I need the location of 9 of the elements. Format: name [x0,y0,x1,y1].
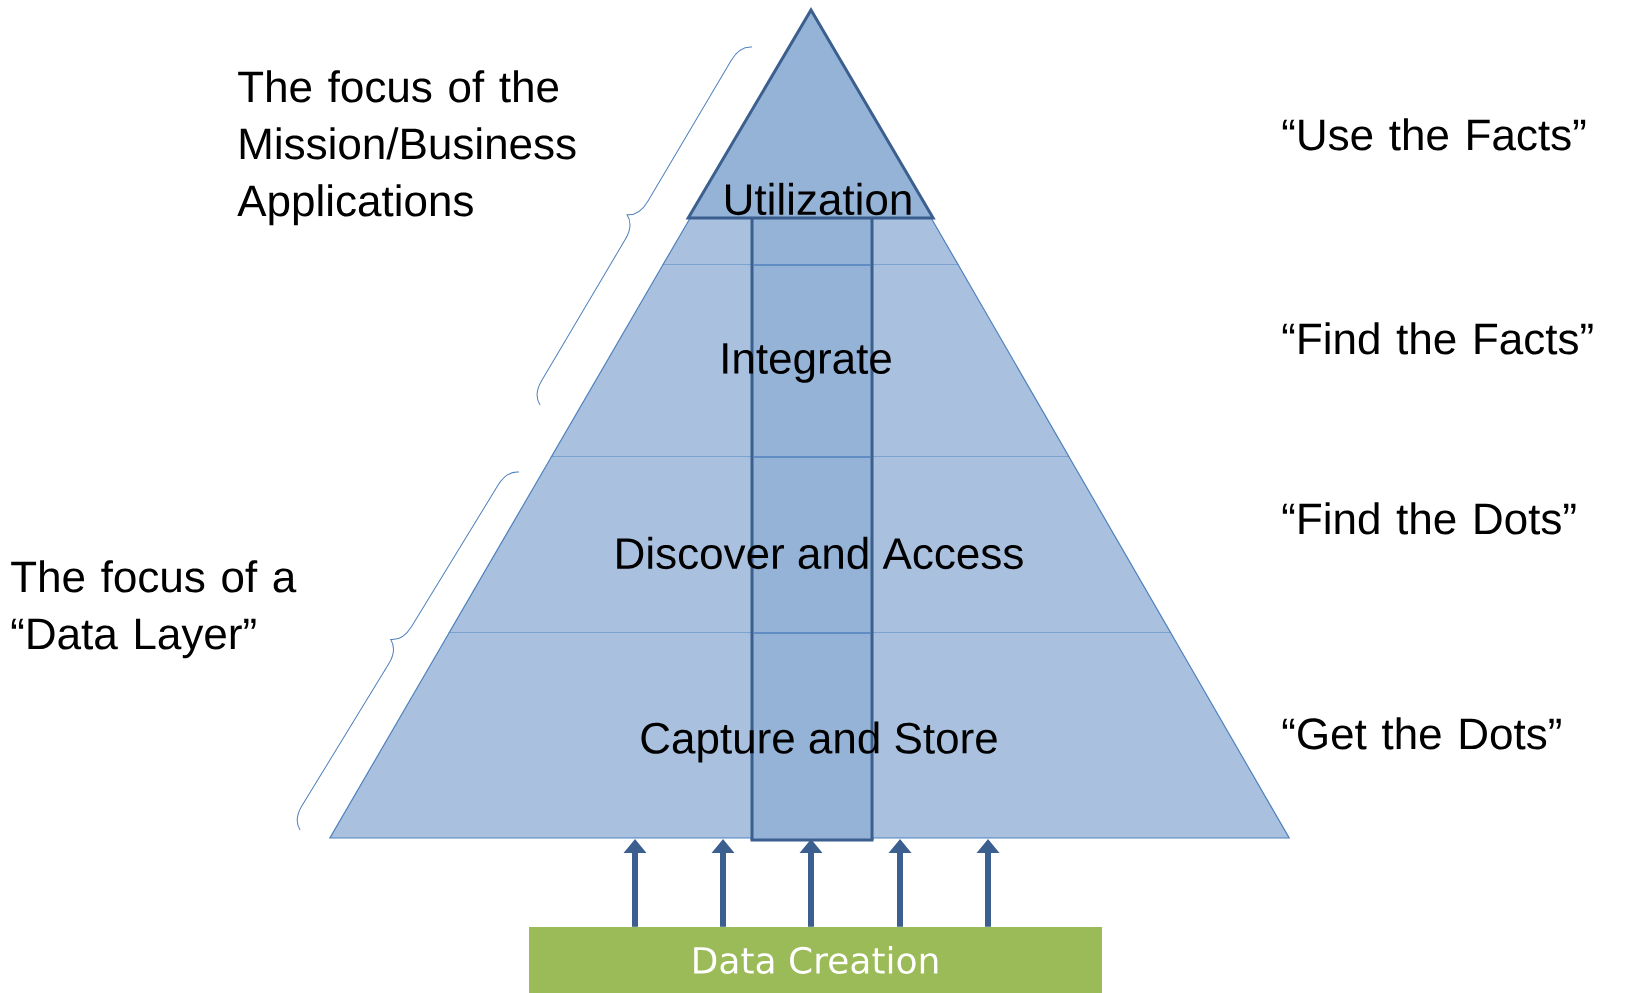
annotation-text: The focus of the Mission/Business Applications [237,70,576,226]
annotation-text: “Use the Facts” [1282,118,1586,151]
annotation-text: The focus of a “Data Layer” [11,560,297,659]
annotation-text: “Find the Facts” [1282,322,1593,355]
node-label: Discover and Access [617,536,1023,570]
node-label: Capture and Store [641,721,997,763]
data-creation-box: Data Creation [529,927,1102,993]
annotation-text: “Find the Dots” [1282,502,1576,535]
pyramid-layer: Discover and Access [447,456,1172,634]
